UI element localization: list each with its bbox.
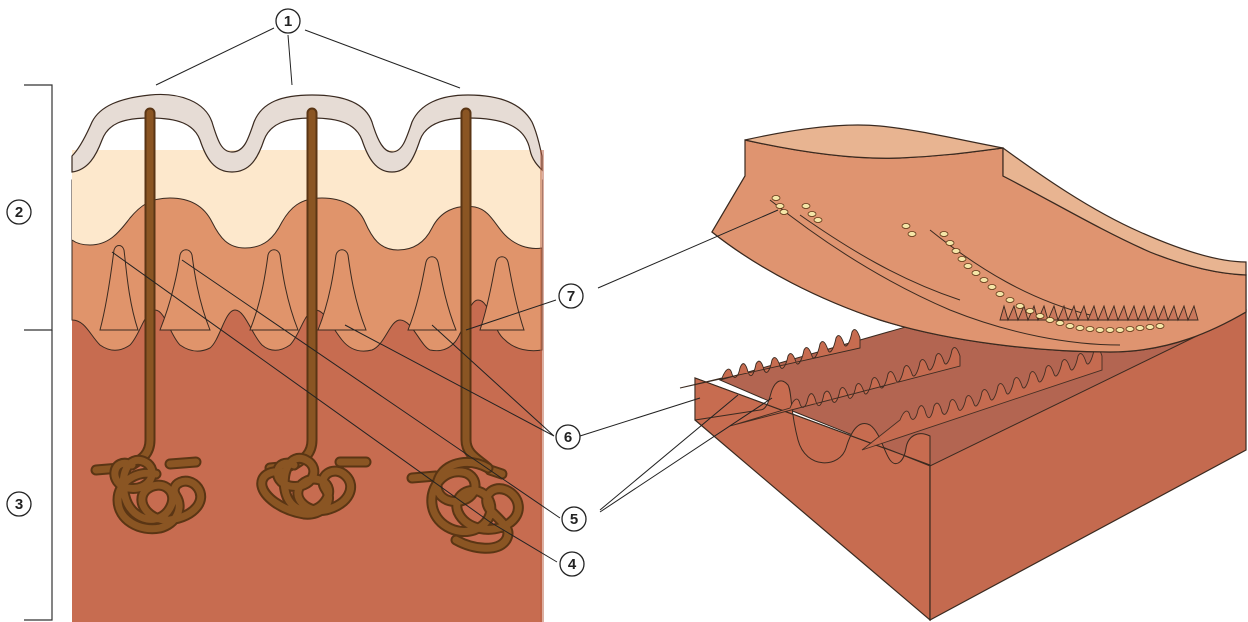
cross-section-panel bbox=[72, 94, 544, 622]
callout-7-label: 7 bbox=[567, 288, 575, 305]
callout-2: 2 bbox=[7, 200, 31, 224]
skin-block-3d bbox=[680, 125, 1246, 620]
panel-edge-shadow bbox=[540, 150, 544, 622]
callout-3: 3 bbox=[7, 492, 31, 516]
callout-5-label: 5 bbox=[570, 511, 578, 528]
lifted-epidermis-flap bbox=[712, 125, 1246, 352]
layer-brackets bbox=[24, 85, 52, 620]
callout-7: 7 bbox=[559, 284, 583, 308]
callout-6: 6 bbox=[556, 425, 580, 449]
callout-1: 1 bbox=[276, 9, 300, 33]
callout-5: 5 bbox=[562, 507, 586, 531]
leader-1 bbox=[156, 28, 460, 88]
callout-4: 4 bbox=[560, 552, 584, 576]
callout-6-label: 6 bbox=[564, 429, 572, 446]
callout-4-label: 4 bbox=[568, 556, 577, 573]
callout-2-label: 2 bbox=[15, 204, 23, 221]
bracket-dermis bbox=[24, 330, 52, 620]
callout-1-label: 1 bbox=[284, 13, 292, 30]
callout-3-label: 3 bbox=[15, 496, 23, 513]
